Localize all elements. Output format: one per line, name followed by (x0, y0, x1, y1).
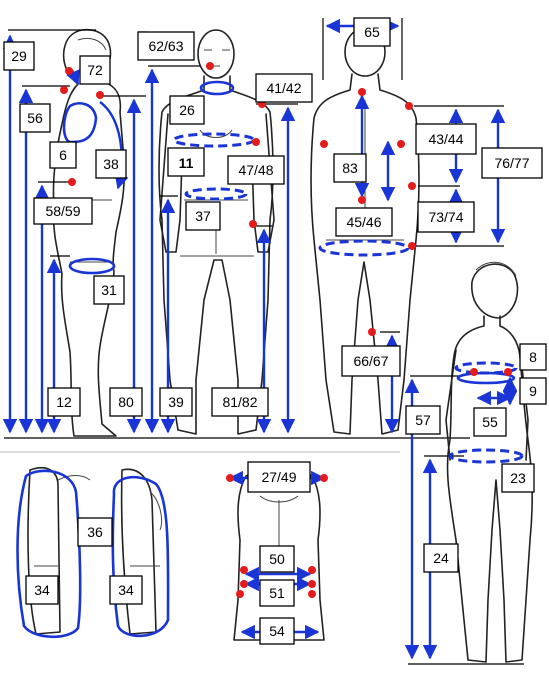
label-43-44: 43/44 (416, 124, 476, 154)
svg-text:27/49: 27/49 (261, 469, 296, 485)
svg-text:50: 50 (269, 551, 285, 567)
label-34-left: 34 (26, 576, 58, 604)
svg-text:80: 80 (118, 394, 134, 410)
chest-loop (174, 134, 254, 146)
bicep-loop-left (18, 471, 81, 637)
label-55: 55 (474, 408, 506, 436)
arm-detail-figure (28, 468, 162, 634)
label-39: 39 (160, 388, 192, 416)
label-45-46: 45/46 (336, 208, 392, 236)
label-6: 6 (50, 142, 76, 168)
svg-text:65: 65 (364, 24, 380, 40)
label-36: 36 (78, 518, 112, 546)
svg-text:29: 29 (11, 48, 27, 64)
svg-text:83: 83 (342, 160, 358, 176)
svg-text:26: 26 (179, 102, 195, 118)
waist-loop-front (186, 189, 246, 199)
label-50: 50 (260, 546, 294, 572)
svg-text:31: 31 (101, 282, 117, 298)
label-27-49: 27/49 (248, 462, 310, 492)
svg-text:34: 34 (118, 582, 134, 598)
label-8: 8 (520, 344, 546, 370)
svg-text:57: 57 (415, 412, 431, 428)
label-81-82: 81/82 (212, 388, 268, 416)
label-73-74: 73/74 (418, 202, 474, 232)
label-72: 72 (80, 56, 110, 84)
hip-loop-back (320, 241, 408, 255)
label-51: 51 (260, 580, 294, 606)
svg-text:62/63: 62/63 (148, 38, 183, 54)
label-26: 26 (170, 96, 204, 124)
label-65: 65 (354, 18, 390, 46)
label-12: 12 (48, 388, 80, 416)
thigh-loop (70, 259, 114, 273)
svg-text:11: 11 (179, 155, 194, 171)
svg-text:73/74: 73/74 (428, 209, 463, 225)
label-47-48: 47/48 (228, 156, 284, 184)
svg-text:43/44: 43/44 (428, 131, 463, 147)
svg-text:36: 36 (87, 524, 103, 540)
label-62-63: 62/63 (138, 32, 194, 60)
svg-text:23: 23 (510, 470, 526, 486)
label-83: 83 (334, 154, 366, 182)
label-11: 11 (168, 148, 204, 176)
label-38: 38 (96, 150, 126, 178)
svg-text:56: 56 (27, 110, 43, 126)
svg-text:54: 54 (269, 623, 285, 639)
label-34-right: 34 (110, 576, 142, 604)
svg-text:38: 38 (103, 156, 119, 172)
label-23: 23 (502, 464, 534, 492)
svg-text:66/67: 66/67 (353, 353, 388, 369)
svg-text:58/59: 58/59 (45, 203, 80, 219)
svg-text:6: 6 (59, 147, 67, 163)
label-57: 57 (406, 406, 440, 434)
svg-text:41/42: 41/42 (266, 80, 301, 96)
point-neck-side (65, 67, 73, 75)
label-58-59: 58/59 (34, 198, 92, 224)
svg-text:45/46: 45/46 (346, 214, 381, 230)
svg-text:55: 55 (482, 414, 498, 430)
label-56: 56 (20, 104, 50, 132)
label-29: 29 (4, 42, 34, 70)
svg-text:76/77: 76/77 (494, 155, 529, 171)
label-76-77: 76/77 (482, 148, 542, 178)
svg-text:9: 9 (529, 383, 537, 399)
label-80: 80 (110, 388, 142, 416)
label-9: 9 (520, 378, 546, 404)
svg-text:34: 34 (34, 582, 50, 598)
svg-text:81/82: 81/82 (222, 394, 257, 410)
neck-loop (201, 82, 233, 94)
svg-text:47/48: 47/48 (238, 162, 273, 178)
label-66-67: 66/67 (342, 346, 400, 376)
svg-text:72: 72 (87, 62, 103, 78)
svg-text:8: 8 (529, 349, 537, 365)
label-41-42: 41/42 (256, 74, 312, 102)
svg-text:12: 12 (56, 394, 72, 410)
label-37: 37 (186, 202, 220, 230)
label-31: 31 (94, 276, 124, 304)
label-24: 24 (424, 544, 458, 572)
svg-text:24: 24 (433, 550, 449, 566)
svg-text:37: 37 (195, 208, 211, 224)
svg-text:51: 51 (269, 585, 285, 601)
svg-text:39: 39 (168, 394, 184, 410)
armhole-loop (64, 103, 96, 142)
label-54: 54 (260, 618, 294, 644)
